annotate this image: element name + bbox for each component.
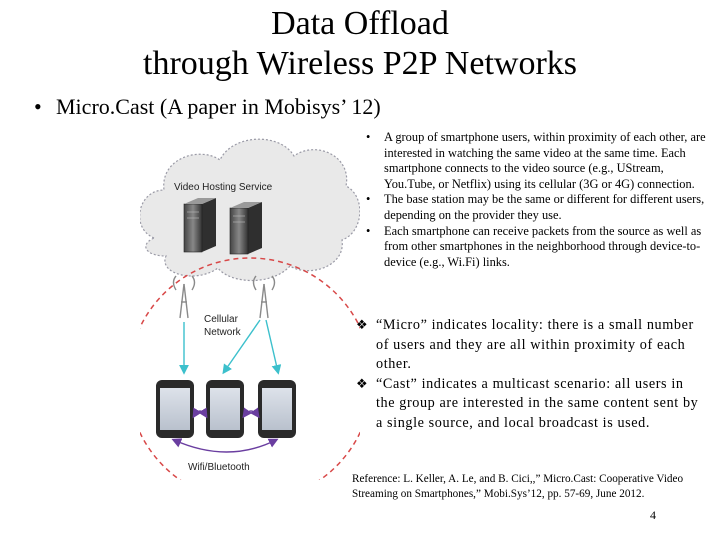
reference-citation: Reference: L. Keller, A. Le, and B. Cici… [352, 473, 684, 500]
list-item: ❖“Cast” indicates a multicast scenario: … [356, 375, 699, 431]
bullet-dot-icon: • [366, 223, 371, 238]
cloud-label: Video Hosting Service [174, 182, 273, 193]
list-item: ❖“Micro” indicates locality: there is a … [356, 317, 694, 372]
cellular-label-line2: Network [204, 327, 242, 338]
wifi-link-arrow [171, 438, 279, 453]
page-number: 4 [650, 508, 656, 522]
definition-bullet-list: ❖“Micro” indicates locality: there is a … [356, 316, 701, 433]
slide-title-line1: Data Offload [271, 5, 449, 42]
wifi-link-arrow [192, 407, 208, 419]
cell-tower-icon [252, 275, 276, 319]
diamond-bullet-icon: ❖ [356, 376, 369, 392]
detail-bullet-list: •A group of smartphone users, within pro… [362, 130, 714, 270]
list-item: •A group of smartphone users, within pro… [366, 130, 706, 191]
list-item: •Each smartphone can receive packets fro… [366, 223, 702, 269]
bullet-dot-icon: • [366, 130, 371, 144]
server-icon [183, 198, 216, 253]
smartphone-icon [258, 380, 296, 438]
cell-tower-icon [172, 275, 196, 319]
wifi-link-arrow [242, 407, 260, 419]
cellular-link-arrow [265, 319, 282, 375]
smartphone-icon [206, 380, 244, 438]
bullet-dot-icon: • [366, 192, 371, 207]
smartphone-icon [156, 380, 194, 438]
server-icon [229, 202, 262, 255]
main-bullet: • Micro.Cast (A paper in Mobisys’ 12) [34, 94, 381, 120]
cellular-link-arrow [222, 319, 261, 375]
cellular-label-line1: Cellular [204, 314, 239, 325]
cellular-network-boundary [140, 257, 360, 480]
diamond-bullet-icon: ❖ [356, 318, 369, 333]
wifi-label: Wifi/Bluetooth [188, 462, 250, 473]
bullet-dot-icon: • [34, 94, 42, 119]
main-bullet-text: Micro.Cast (A paper in Mobisys’ 12) [56, 94, 381, 119]
microcast-diagram: Video Hosting Service Cellular Network [140, 138, 360, 480]
list-item: •The base station may be the same or dif… [366, 192, 705, 222]
slide-title-line2: through Wireless P2P Networks [143, 45, 577, 82]
